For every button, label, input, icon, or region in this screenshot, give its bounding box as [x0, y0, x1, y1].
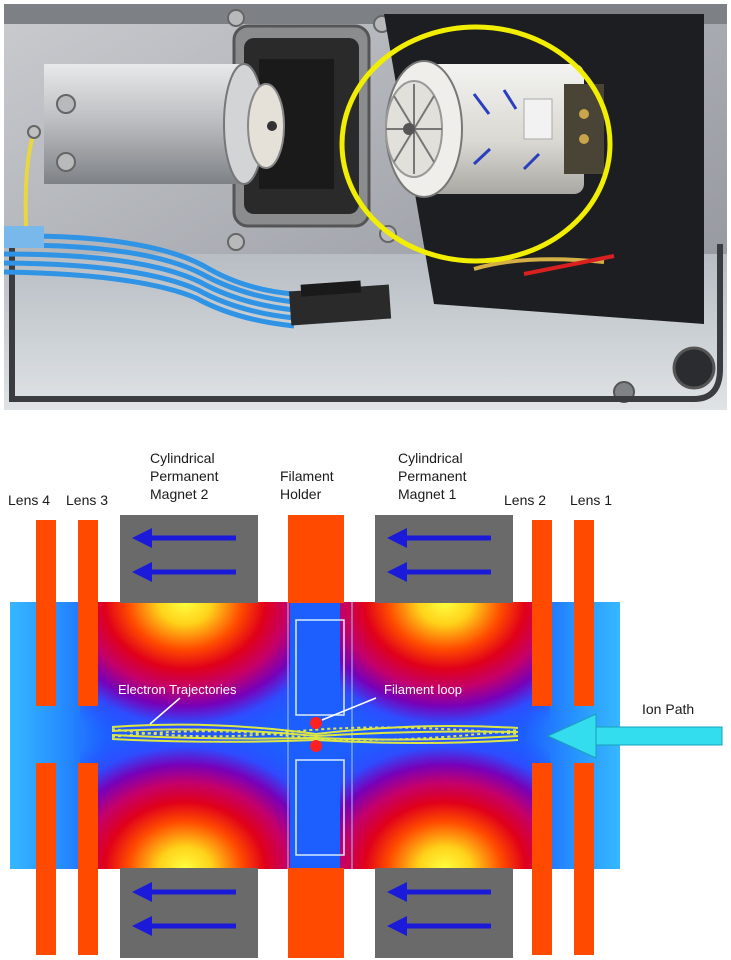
lens-2-label: Lens 2 — [504, 492, 546, 508]
filament-holder-top — [288, 515, 344, 603]
instrument-photo — [4, 4, 727, 410]
lens-1-label: Lens 1 — [570, 492, 612, 508]
filament-holder-outline-bottom — [295, 759, 345, 856]
lens-3 — [78, 520, 98, 955]
arrow-left-icon — [387, 562, 491, 582]
electron-trajectories-leader — [149, 697, 181, 725]
filament-loop-dot-bottom — [310, 740, 322, 752]
lens-2 — [532, 520, 552, 955]
magnet-2-top — [120, 515, 258, 603]
electron-trajectories-label: Electron Trajectories — [118, 682, 237, 697]
arrow-left-icon — [387, 882, 491, 902]
filament-loop-leader — [321, 697, 377, 721]
lens-1 — [574, 520, 594, 955]
arrow-left-icon — [132, 882, 236, 902]
ion-path-arrow-icon — [546, 713, 723, 759]
filament-holder-outline-top — [295, 619, 345, 716]
filament-holder-bottom — [288, 868, 344, 958]
blue-ribbon-cable — [4, 233, 295, 329]
filament-loop-dot-top — [310, 717, 322, 729]
lens-3-label: Lens 3 — [66, 492, 108, 508]
magnet-1-bottom — [375, 868, 513, 958]
filament-loop-label: Filament loop — [384, 682, 462, 697]
arrow-left-icon — [132, 916, 236, 936]
arrow-left-icon — [132, 562, 236, 582]
magnet-1-top — [375, 515, 513, 603]
filament-holder-label: Filament Holder — [280, 468, 338, 502]
arrow-left-icon — [387, 528, 491, 548]
magnet-2-label: Cylindrical Permanent Magnet 2 — [150, 450, 222, 502]
lens-4 — [36, 520, 56, 955]
ion-path-label: Ion Path — [642, 701, 694, 717]
arrow-left-icon — [132, 528, 236, 548]
arrow-left-icon — [387, 916, 491, 936]
ion-source-diagram: Cylindrical Permanent Magnet 2 Filament … — [8, 450, 723, 958]
electron-trajectories — [111, 723, 519, 744]
magnet-2-bottom — [120, 868, 258, 958]
lens-4-label: Lens 4 — [8, 492, 50, 508]
ion-source-highlight-ring — [339, 24, 613, 264]
magnet-1-label: Cylindrical Permanent Magnet 1 — [398, 450, 470, 502]
